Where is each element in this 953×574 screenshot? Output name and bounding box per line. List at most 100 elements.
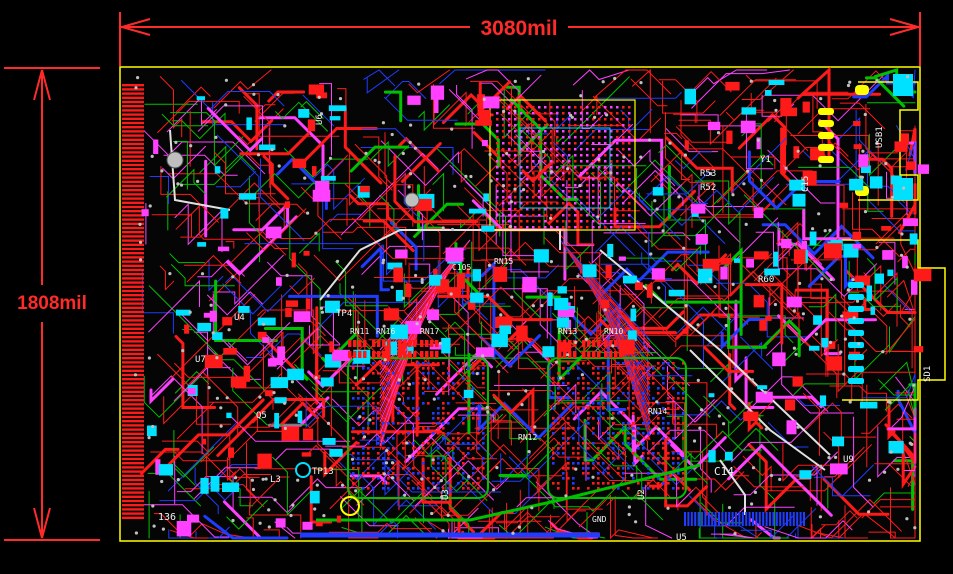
smd-pad: [858, 154, 869, 167]
ram-pad: [442, 422, 445, 425]
ram-pad: [357, 387, 360, 390]
trace: [795, 533, 846, 539]
via: [657, 286, 661, 290]
ram-pad: [467, 382, 470, 385]
ram-pad: [357, 392, 360, 395]
ram-pad: [457, 382, 460, 385]
edge-pin: [122, 260, 144, 263]
bga-ball: [508, 130, 511, 133]
bga-ball: [514, 154, 517, 157]
ram-pad: [677, 392, 680, 395]
trace: [230, 415, 351, 442]
smd-pad: [325, 300, 340, 313]
trace: [566, 471, 600, 522]
smd-pad: [336, 515, 341, 523]
via: [644, 239, 648, 243]
via: [540, 304, 544, 308]
via: [441, 226, 445, 230]
smd-pad: [281, 426, 300, 441]
ram-pad: [427, 477, 430, 480]
bga-ball: [508, 136, 511, 139]
trace: [232, 200, 290, 232]
ram-pad: [372, 447, 375, 450]
ram-pad: [642, 402, 645, 405]
bga-ball: [628, 184, 631, 187]
smd-pad: [830, 463, 848, 475]
ram-pad: [617, 487, 620, 490]
bottom-pin: [694, 512, 697, 526]
via: [863, 210, 868, 214]
rn-pad: [435, 351, 439, 358]
trace: [267, 90, 306, 103]
ram-pad: [587, 447, 590, 450]
ram-pad: [467, 452, 470, 455]
bga-ball: [520, 214, 523, 217]
trace: [343, 106, 383, 185]
via: [753, 490, 758, 494]
ram-pad: [632, 412, 635, 415]
ram-pad: [462, 397, 465, 400]
ram-pad: [647, 387, 650, 390]
ram-pad: [567, 372, 570, 375]
ram-pad: [672, 467, 675, 470]
bga-ball: [580, 166, 583, 169]
smd-pad: [220, 208, 229, 219]
ram-pad: [437, 377, 440, 380]
bga-ball: [628, 190, 631, 193]
trace: [239, 132, 310, 156]
via: [174, 140, 178, 144]
bga-ball: [592, 130, 595, 133]
trace: [621, 490, 639, 501]
bga-ball: [520, 136, 523, 139]
via: [285, 273, 289, 277]
smd-pad: [832, 436, 845, 447]
via: [610, 416, 614, 420]
ram-pad: [587, 417, 590, 420]
bga-ball: [580, 154, 583, 157]
ram-pad: [427, 387, 430, 390]
ram-pad: [567, 417, 570, 420]
bga-ball: [514, 190, 517, 193]
ram-pad: [577, 427, 580, 430]
ram-pad: [462, 457, 465, 460]
trace: [899, 304, 911, 328]
bottom-pin: [779, 512, 782, 526]
ram-pad: [607, 452, 610, 455]
trace: [197, 105, 263, 148]
bga-ball: [580, 226, 583, 229]
ram-pad: [367, 457, 370, 460]
trace: [276, 327, 319, 370]
ram-pad: [677, 367, 680, 370]
ram-pad: [662, 382, 665, 385]
bga-ball: [592, 208, 595, 211]
rn-pad: [563, 340, 567, 347]
trace: [663, 195, 730, 237]
trace: [727, 443, 833, 517]
trace: [794, 288, 829, 362]
via: [486, 410, 490, 414]
smd-pad: [481, 225, 495, 232]
ram-pad: [597, 382, 600, 385]
ram-pad: [472, 467, 475, 470]
ram-pad: [392, 422, 395, 425]
ram-pad: [642, 397, 645, 400]
rn-pad: [398, 351, 402, 358]
bga-ball: [604, 172, 607, 175]
trace: [502, 351, 554, 370]
via: [384, 461, 389, 465]
ram-pad: [372, 467, 375, 470]
via: [701, 219, 705, 223]
via: [215, 396, 219, 400]
label-rn16: RN16: [376, 327, 395, 336]
ram-pad: [447, 402, 450, 405]
via: [566, 353, 570, 357]
via: [699, 408, 704, 412]
ram-pad: [382, 382, 385, 385]
bga-ball: [562, 178, 565, 181]
bga-ball: [544, 142, 547, 145]
bga-ball: [598, 154, 601, 157]
ram-pad: [592, 407, 595, 410]
smd-pad: [463, 389, 474, 399]
smd-pad: [274, 413, 280, 429]
ram-pad: [437, 462, 440, 465]
